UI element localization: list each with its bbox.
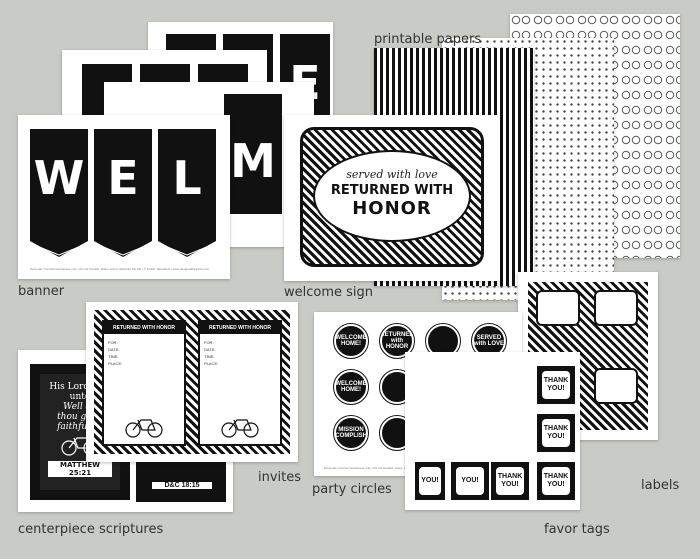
banner-sheet: W E L Personal / noncommercial use only …	[18, 115, 230, 279]
banner-pennant-e: E	[94, 129, 152, 239]
scripture-reference: MATTHEW 25:21	[48, 461, 112, 477]
banner-chevron	[158, 235, 216, 257]
label-welcome-sign: welcome sign	[284, 285, 374, 300]
invite-field: PLACE:	[108, 361, 123, 366]
favor-tag: YOU!	[415, 462, 445, 500]
scripture-line: thou good	[57, 412, 103, 422]
welcome-sign-frame: served with love RETURNED WITH HONOR	[300, 127, 484, 267]
invite-card-1: RETURNED WITH HONOR FOR: DATE: TIME: PLA…	[102, 320, 186, 446]
label-blank	[594, 290, 638, 326]
label-party-circles: party circles	[312, 482, 392, 497]
bicycle-icon	[221, 419, 259, 438]
welcome-sign-line3: HONOR	[352, 198, 432, 219]
scripture-line: Well do	[63, 402, 97, 412]
banner-pennant-l: L	[158, 129, 216, 239]
label-favor-tags: favor tags	[544, 522, 610, 537]
banner-chevron	[94, 235, 152, 257]
invites-sheet: RETURNED WITH HONOR FOR: DATE: TIME: PLA…	[86, 302, 298, 462]
scripture-line: faithful se	[57, 422, 103, 432]
invite-field: DATE:	[108, 347, 120, 352]
invite-field: PLACE:	[204, 361, 219, 366]
bicycle-icon	[125, 419, 163, 438]
label-printable-papers: printable papers	[374, 32, 482, 47]
banner-letter-e: E	[107, 151, 139, 205]
banner-footer: Personal / noncommercial use only • Do n…	[30, 267, 210, 271]
party-circle: MISSION ACCOMPLISHED	[327, 415, 375, 451]
banner-chevron	[30, 235, 88, 257]
invite-field: TIME:	[108, 354, 119, 359]
favor-tag: YOU!	[451, 462, 489, 500]
invite-card-2: RETURNED WITH HONOR FOR: DATE: TIME: PLA…	[198, 320, 282, 446]
scripture-reference: D&C 18:15	[152, 482, 212, 489]
welcome-sign-line2: RETURNED WITH	[330, 183, 454, 198]
banner-letter-l: L	[172, 151, 202, 205]
banner-pennant-w: W	[30, 129, 88, 239]
label-banner: banner	[18, 284, 65, 299]
favor-tag: THANK YOU!	[537, 462, 575, 500]
invite-field: FOR:	[204, 340, 214, 345]
banner-letter-w: W	[33, 151, 85, 205]
invite-field: TIME:	[204, 354, 215, 359]
invite-field: DATE:	[204, 347, 216, 352]
party-circles-footer: Personal / noncommercial use only • Do n…	[324, 466, 475, 470]
invite-field: FOR:	[108, 340, 118, 345]
invite-title: RETURNED WITH HONOR	[200, 322, 280, 334]
welcome-sign-oval: served with love RETURNED WITH HONOR	[313, 150, 471, 242]
label-invites: invites	[258, 470, 302, 485]
favor-tag: THANK YOU!	[537, 366, 575, 404]
label-blank	[536, 290, 580, 326]
party-circle: WELCOME HOME!	[333, 323, 369, 359]
invite-title: RETURNED WITH HONOR	[104, 322, 184, 334]
welcome-sign-sheet: served with love RETURNED WITH HONOR	[284, 115, 500, 281]
favor-tags-sheet: THANK YOU! THANK YOU! THANK YOU! THANK Y…	[405, 352, 580, 510]
welcome-sign-script: served with love	[346, 168, 438, 181]
scripture-line: His Lord said unto	[49, 382, 111, 402]
label-labels: labels	[641, 478, 680, 493]
favor-tag: THANK YOU!	[537, 414, 575, 452]
banner-letter: M	[230, 134, 276, 188]
label-centerpiece-scriptures: centerpiece scriptures	[18, 522, 164, 537]
party-circle: WELCOME HOME!	[333, 369, 369, 405]
label-blank	[594, 368, 638, 404]
banner-pennant-back: M	[224, 94, 282, 214]
favor-tag: THANK YOU!	[491, 462, 529, 500]
